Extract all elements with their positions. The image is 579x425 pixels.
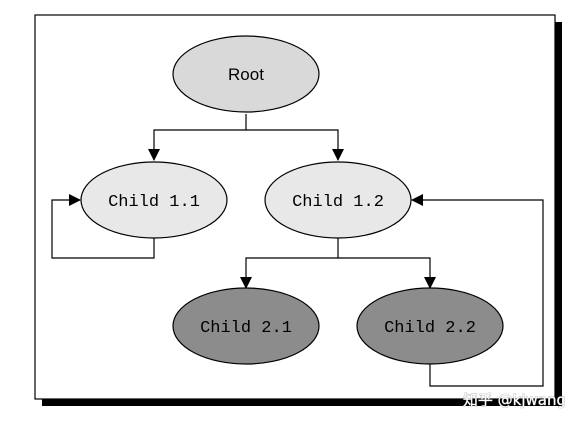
edge-root-to-child-1-2: [246, 129, 344, 161]
node-child-1-2-label: Child 1.2: [292, 193, 384, 212]
node-child-1-2-shape: [264, 161, 412, 239]
node-root-shape: [172, 35, 320, 113]
node-child-2-1-label: Child 2.1: [200, 319, 292, 338]
node-child-1-1: Child 1.1: [80, 161, 228, 239]
node-child-2-2: Child 2.2: [356, 287, 504, 365]
edge-child-2-2-to-child-1-2: [411, 194, 544, 387]
node-child-1-1-shape: [80, 161, 228, 239]
connectors: [51, 114, 544, 387]
edge-child-1-2-to-child-2-1: [240, 238, 339, 289]
node-child-1-1-label: Child 1.1: [108, 193, 200, 212]
node-child-1-2: Child 1.2: [264, 161, 412, 239]
node-child-2-1-shape: [172, 287, 320, 365]
node-root-label: Root: [228, 65, 264, 84]
node-child-2-2-label: Child 2.2: [384, 319, 476, 338]
node-child-2-1: Child 2.1: [172, 287, 320, 365]
edge-child-1-1-self-loop: [51, 194, 155, 259]
edge-root-to-child-1-1: [148, 114, 247, 161]
edge-child-1-2-to-child-2-2: [338, 257, 436, 289]
node-root: Root: [172, 35, 320, 113]
watermark-text: 知乎 @kjwang: [463, 391, 566, 409]
node-child-2-2-shape: [356, 287, 504, 365]
